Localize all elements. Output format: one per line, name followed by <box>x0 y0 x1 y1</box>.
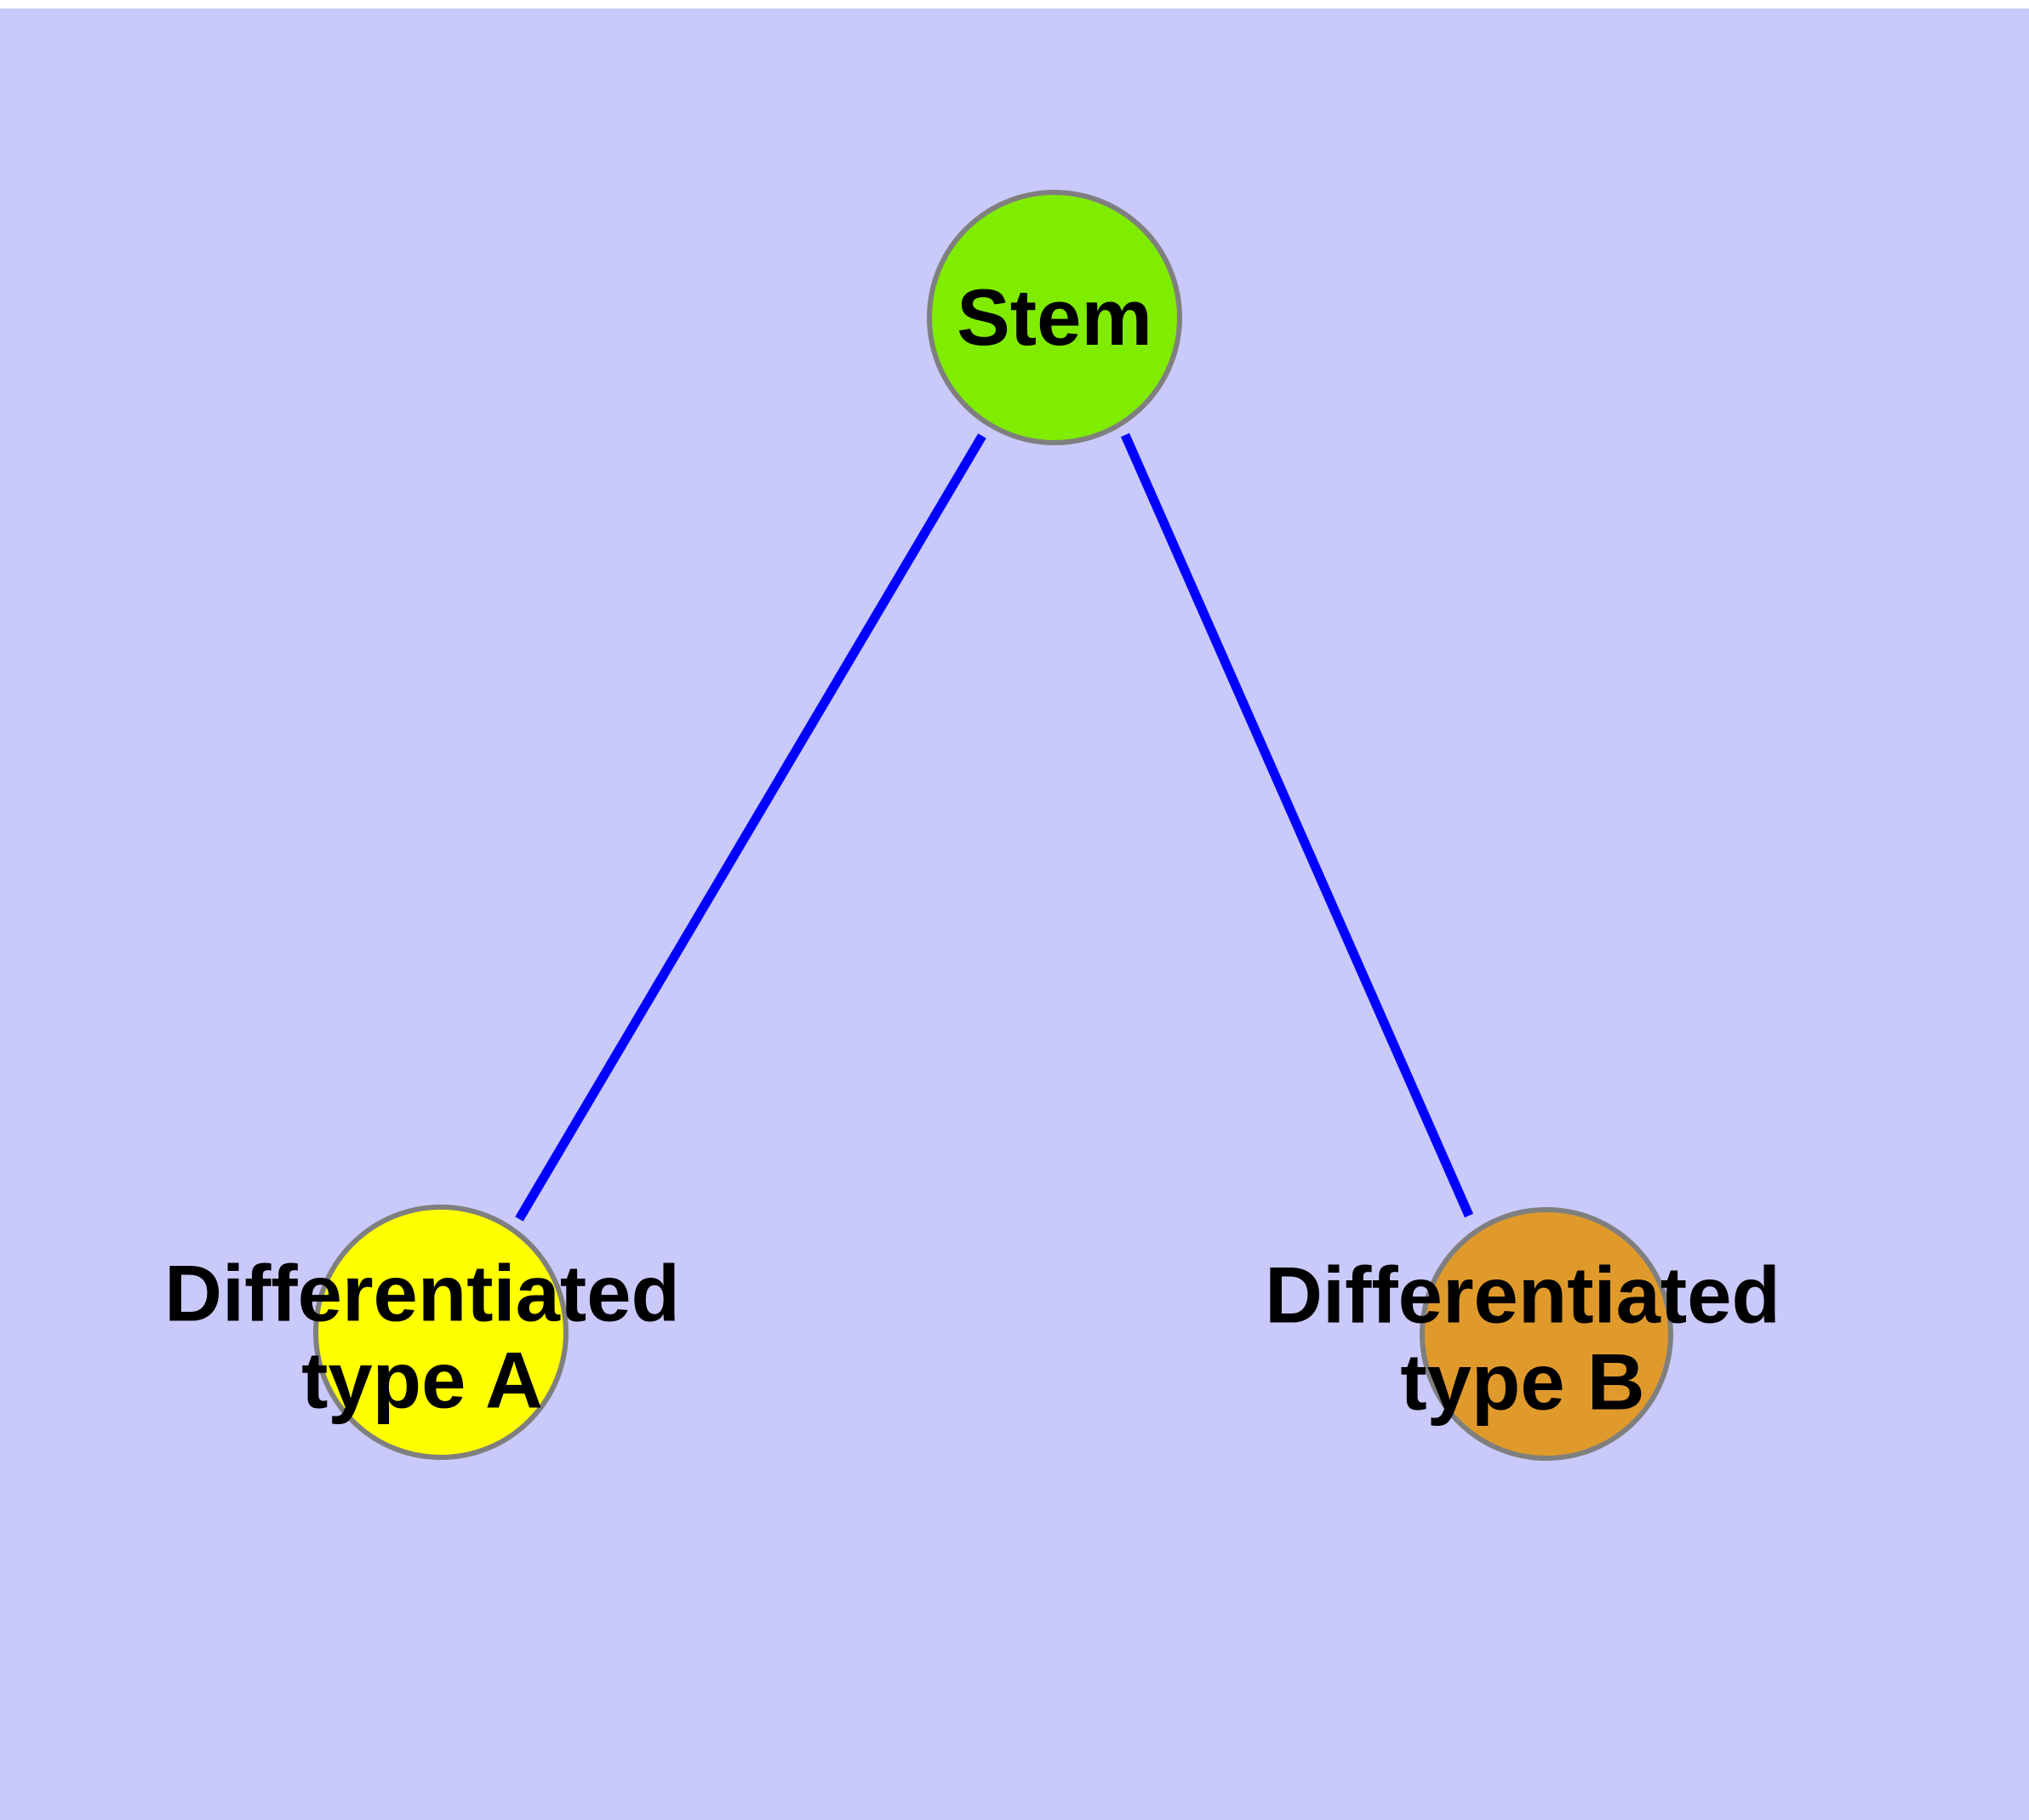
edge-layer <box>515 432 1474 1222</box>
node-diff-a-circle[interactable] <box>313 1205 569 1460</box>
node-stem-circle[interactable] <box>927 190 1182 445</box>
node-diff-b-circle[interactable] <box>1420 1207 1673 1461</box>
edge-stem-to-diff-b[interactable] <box>1120 432 1474 1218</box>
edge-stem-to-diff-a[interactable] <box>515 433 986 1222</box>
node-layer <box>313 190 1673 1461</box>
